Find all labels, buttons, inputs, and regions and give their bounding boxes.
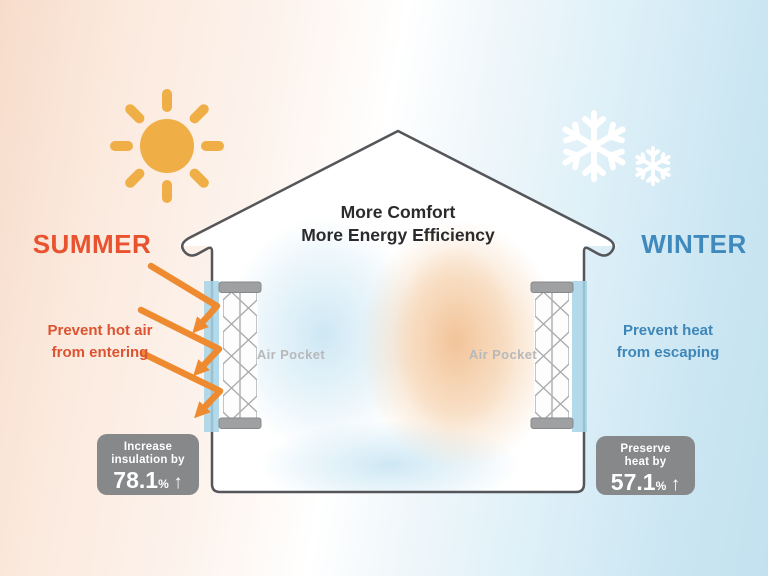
insulation-stat-value: 78.1 [113, 467, 159, 493]
up-arrow-icon: ↑ [173, 472, 183, 493]
insulation-stat-line1: Increase [123, 441, 173, 453]
winter-label: WINTER [641, 229, 747, 259]
insulation-stat-value-row: 78.1% ↑ [97, 468, 199, 496]
heat-stat-line2: heat by [624, 456, 667, 468]
snowflake-icon-large [560, 112, 628, 180]
heat-stat-value: 57.1 [610, 469, 656, 495]
summer-label: SUMMER [32, 229, 152, 259]
summer-note: Prevent hot air from entering [20, 320, 180, 364]
snowflake-icon-small [634, 147, 672, 185]
up-arrow-icon: ↑ [670, 474, 681, 495]
house-title: More Comfort More Energy Efficiency [248, 201, 548, 247]
heat-stat-badge: Preserve heat by 57.1% ↑ [596, 436, 695, 495]
summer-note-line1: Prevent hot air [47, 322, 153, 339]
house-title-line1: More Comfort [340, 202, 456, 222]
winter-note-line2: from escaping [616, 344, 720, 361]
heat-arrows-icon [137, 262, 224, 419]
heat-stat-line1: Preserve [620, 443, 671, 455]
air-pocket-label-right: Air Pocket [468, 347, 538, 362]
insulation-stat-badge: Increase insulation by 78.1% ↑ [97, 434, 199, 495]
winter-note-line1: Prevent heat [622, 322, 714, 339]
cellular-shade-left [218, 281, 262, 429]
heat-stat-unit: % [655, 479, 667, 493]
air-pocket-label-left: Air Pocket [256, 347, 326, 362]
house-outline [181, 129, 615, 494]
house-title-line2: More Energy Efficiency [301, 225, 495, 245]
insulation-stat-line2: insulation by [111, 454, 185, 466]
summer-note-line2: from entering [51, 344, 149, 361]
heat-stat-value-row: 57.1% ↑ [596, 470, 695, 498]
insulation-stat-unit: % [158, 477, 169, 491]
warm-air-glow-core [393, 245, 517, 435]
winter-note: Prevent heat from escaping [588, 320, 748, 364]
cellular-shade-right [530, 281, 574, 429]
sun-icon [110, 89, 224, 203]
window-glass-right [572, 281, 587, 432]
